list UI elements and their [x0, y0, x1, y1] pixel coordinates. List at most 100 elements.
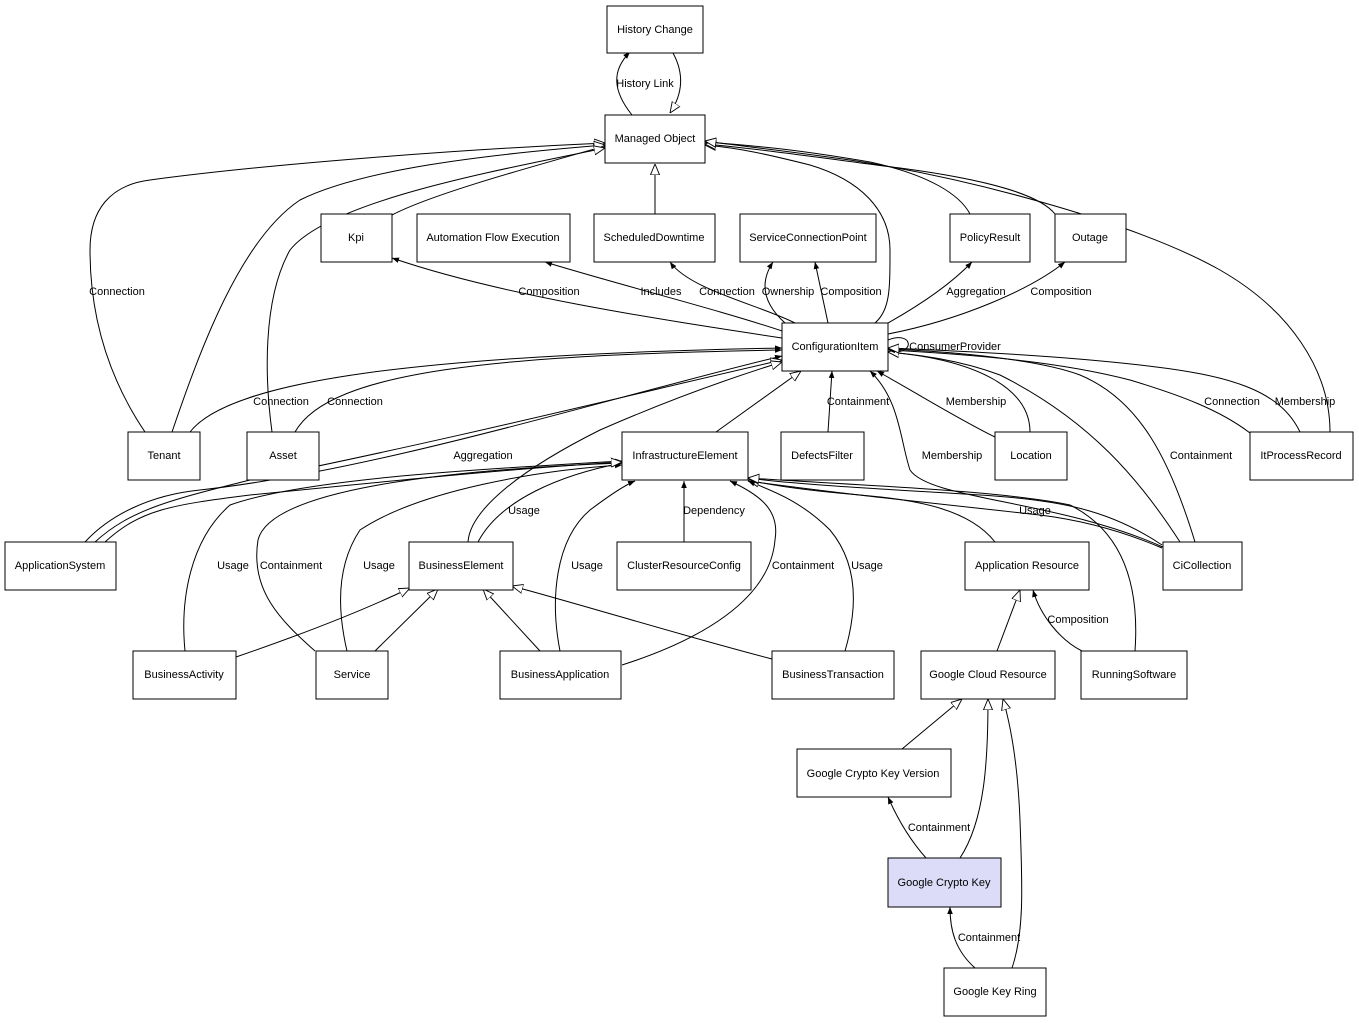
- edge-cicollection-ie: [747, 479, 1163, 549]
- label-itprocess-membership: Membership: [1275, 396, 1336, 408]
- svg-text:ItProcessRecord: ItProcessRecord: [1260, 450, 1341, 462]
- node-business-activity[interactable]: BusinessActivity: [132, 650, 237, 700]
- svg-text:PolicyResult: PolicyResult: [960, 232, 1021, 244]
- node-google-crypto-key[interactable]: Google Crypto Key: [887, 857, 1002, 908]
- label-ci-policy-aggregation: Aggregation: [946, 286, 1005, 298]
- edge-gkr-gck: [947, 906, 976, 969]
- edge-tenant-ci: [189, 345, 783, 433]
- edge-gck-gckv: [887, 796, 927, 859]
- label-service-usage: Usage: [363, 560, 395, 572]
- label-history-link: History Link: [616, 78, 674, 90]
- label-bizapp-usage: Usage: [571, 560, 603, 572]
- label-running-composition: Composition: [1047, 614, 1108, 626]
- nodes: History Change Managed Object Kpi Automa…: [4, 5, 1354, 1017]
- edge-ci-scp-ownership: [764, 261, 786, 324]
- node-asset[interactable]: Asset: [246, 431, 320, 481]
- svg-text:Service: Service: [334, 669, 371, 681]
- svg-text:DefectsFilter: DefectsFilter: [791, 450, 853, 462]
- svg-text:ScheduledDowntime: ScheduledDowntime: [604, 232, 705, 244]
- edge-ci-sd: [669, 261, 796, 324]
- node-tenant[interactable]: Tenant: [127, 431, 201, 481]
- node-automation-flow-execution[interactable]: Automation Flow Execution: [416, 213, 571, 263]
- edge-biztrans-ie: [747, 480, 854, 652]
- edge-policy-managed: [705, 142, 971, 215]
- label-ci-outage-composition: Composition: [1030, 286, 1091, 298]
- edge-be-ci: [467, 362, 782, 543]
- svg-text:Asset: Asset: [269, 450, 297, 462]
- edge-itprocess-ci: [888, 348, 1301, 433]
- edge-activity-ie: [183, 458, 623, 652]
- edge-bizapp-ie-containment: [621, 480, 777, 666]
- node-application-resource[interactable]: Application Resource: [964, 541, 1090, 591]
- node-cluster-resource-config[interactable]: ClusterResourceConfig: [616, 541, 752, 591]
- node-ci-collection[interactable]: CiCollection: [1162, 541, 1243, 591]
- node-location[interactable]: Location: [994, 431, 1068, 481]
- label-cicollection-ie-usage: Usage: [1019, 505, 1051, 517]
- node-it-process-record[interactable]: ItProcessRecord: [1249, 431, 1354, 481]
- node-business-element[interactable]: BusinessElement: [408, 541, 514, 591]
- edge-ie-ci: [715, 371, 801, 433]
- svg-text:History Change: History Change: [617, 24, 693, 36]
- node-outage[interactable]: Outage: [1054, 213, 1127, 263]
- node-business-transaction[interactable]: BusinessTransaction: [771, 650, 895, 700]
- svg-text:Location: Location: [1010, 450, 1052, 462]
- edge-tenant-managed-2: [171, 145, 605, 433]
- label-biztrans-usage: Usage: [851, 560, 883, 572]
- edge-itprocess-ci-connection: [887, 347, 1251, 434]
- node-google-key-ring[interactable]: Google Key Ring: [943, 967, 1047, 1017]
- node-service[interactable]: Service: [315, 650, 389, 700]
- label-ci-scp-ownership: Ownership: [762, 286, 815, 298]
- edge-asset-managed: [266, 148, 605, 433]
- node-scheduled-downtime[interactable]: ScheduledDowntime: [593, 213, 716, 263]
- label-ci-consumer-provider: ConsumerProvider: [909, 341, 1001, 353]
- svg-text:BusinessElement: BusinessElement: [419, 560, 504, 572]
- svg-text:Google Key Ring: Google Key Ring: [953, 986, 1036, 998]
- edge-tenant-managed: [89, 143, 605, 433]
- svg-text:BusinessTransaction: BusinessTransaction: [782, 669, 884, 681]
- node-history-change[interactable]: History Change: [606, 5, 704, 54]
- edge-ci-afe: [544, 261, 786, 333]
- node-application-system[interactable]: ApplicationSystem: [4, 541, 117, 591]
- node-defects-filter[interactable]: DefectsFilter: [780, 431, 865, 481]
- edge-service-ie-usage: [340, 462, 623, 652]
- edge-history-inherit: [670, 52, 682, 113]
- edge-kpi-managed: [391, 146, 605, 216]
- edge-defects-ci: [827, 370, 835, 433]
- svg-text:Google Cloud Resource: Google Cloud Resource: [929, 669, 1046, 681]
- edge-running-appres: [1032, 589, 1083, 652]
- node-running-software[interactable]: RunningSoftware: [1080, 650, 1188, 700]
- node-policy-result[interactable]: PolicyResult: [949, 213, 1031, 263]
- node-kpi[interactable]: Kpi: [320, 213, 393, 263]
- label-ci-sd-connection: Connection: [699, 286, 755, 298]
- edge-ci-managed: [705, 145, 891, 324]
- edge-ci-scp-composition: [813, 261, 829, 324]
- edge-cicollection-ci-membership: [869, 370, 1166, 549]
- svg-text:ClusterResourceConfig: ClusterResourceConfig: [627, 560, 741, 572]
- svg-text:Managed Object: Managed Object: [615, 133, 696, 145]
- svg-text:ConfigurationItem: ConfigurationItem: [792, 341, 879, 353]
- node-google-cloud-resource[interactable]: Google Cloud Resource: [920, 650, 1056, 700]
- node-managed-object[interactable]: Managed Object: [604, 114, 706, 164]
- node-service-connection-point[interactable]: ServiceConnectionPoint: [739, 213, 877, 263]
- node-configuration-item[interactable]: ConfigurationItem: [781, 322, 889, 372]
- node-business-application[interactable]: BusinessApplication: [499, 650, 622, 700]
- edge-gckv-gcr: [901, 699, 962, 750]
- edge-outage-managed: [705, 144, 1056, 215]
- label-tenant-managed-connection: Connection: [89, 286, 145, 298]
- label-ci-scp-composition: Composition: [820, 286, 881, 298]
- svg-text:RunningSoftware: RunningSoftware: [1092, 669, 1176, 681]
- edge-appres-ie: [748, 480, 996, 543]
- label-ci-kpi-composition: Composition: [518, 286, 579, 298]
- edge-bizapp-ie-usage: [554, 480, 636, 652]
- edge-appsys-ci-2: [94, 360, 782, 543]
- node-google-crypto-key-version[interactable]: Google Crypto Key Version: [796, 748, 952, 798]
- svg-text:Outage: Outage: [1072, 232, 1108, 244]
- edge-asset-ci: [294, 347, 783, 433]
- label-location-membership: Membership: [946, 396, 1007, 408]
- svg-text:InfrastructureElement: InfrastructureElement: [632, 450, 737, 462]
- label-cicollection-membership: Membership: [922, 450, 983, 462]
- edge-running-ie: [748, 478, 1137, 652]
- node-infrastructure-element[interactable]: InfrastructureElement: [621, 431, 749, 481]
- edge-activity-be: [235, 588, 410, 658]
